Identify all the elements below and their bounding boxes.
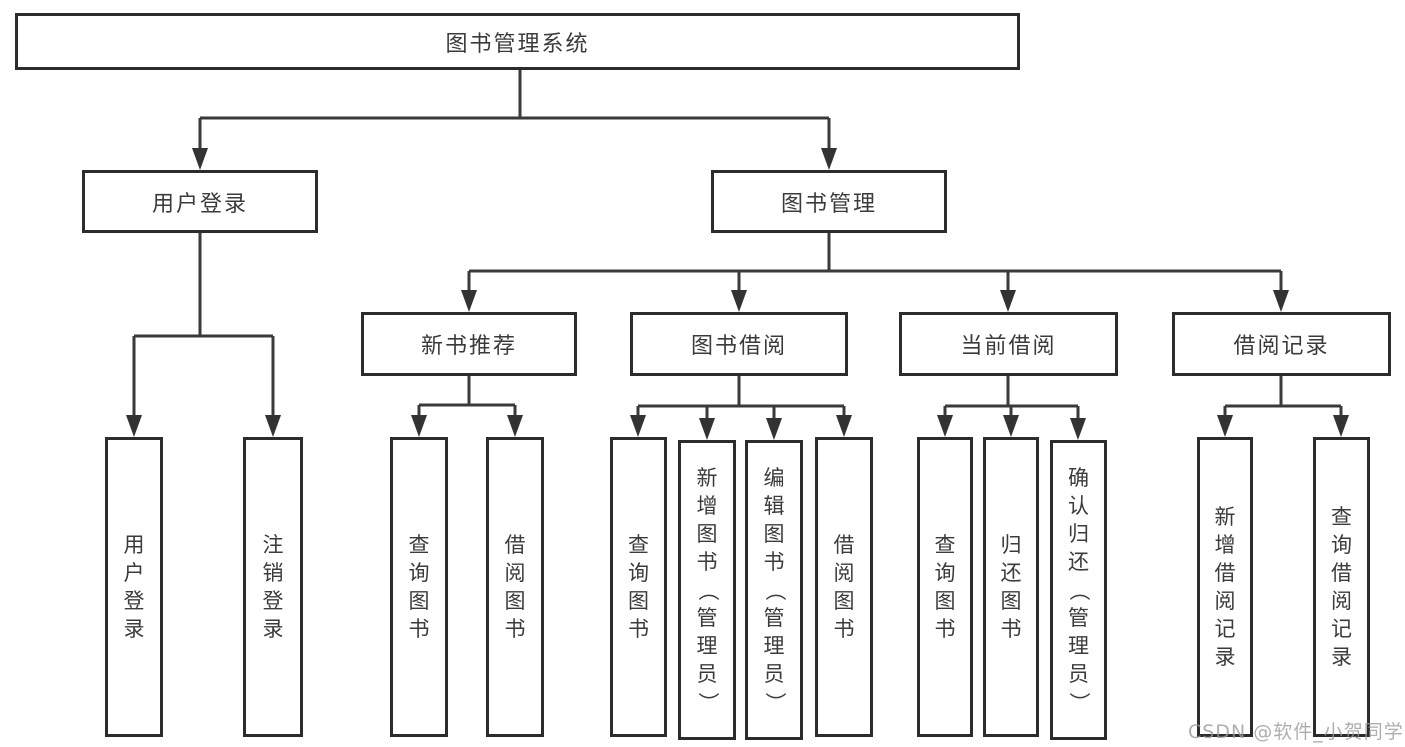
node-root: 图书管理系统 [15, 13, 1020, 70]
leaf-borrow-edit-books-admin: 编辑图书（管理员） [745, 440, 803, 740]
leaf-newbook-borrow-books: 借阅图书 [486, 437, 544, 737]
leaf-records-add-record: 新增借阅记录 [1197, 437, 1253, 737]
leaf-borrow-query-books: 查询图书 [610, 437, 667, 737]
arrowheads [126, 148, 1349, 440]
leaf-borrow-borrow-books: 借阅图书 [815, 437, 873, 737]
leaf-current-query-books: 查询图书 [917, 437, 973, 737]
csdn-watermark: CSDN @软件_小贺同学 [1188, 721, 1404, 743]
leaf-records-query-record: 查询借阅记录 [1313, 437, 1370, 737]
node-user-login: 用户登录 [82, 170, 318, 233]
leaf-newbook-query-books: 查询图书 [390, 437, 448, 737]
node-new-book-recommend: 新书推荐 [361, 312, 577, 376]
leaf-user-login: 用户登录 [105, 437, 163, 737]
node-book-management: 图书管理 [711, 170, 947, 233]
leaf-logout: 注销登录 [243, 437, 303, 737]
leaf-borrow-add-books-admin: 新增图书（管理员） [678, 440, 736, 740]
node-current-borrow: 当前借阅 [899, 312, 1118, 376]
leaf-current-confirm-return-admin: 确认归还（管理员） [1050, 440, 1107, 740]
node-book-borrow: 图书借阅 [630, 312, 848, 376]
node-borrow-records: 借阅记录 [1172, 312, 1391, 376]
leaf-current-return-books: 归还图书 [983, 437, 1039, 737]
